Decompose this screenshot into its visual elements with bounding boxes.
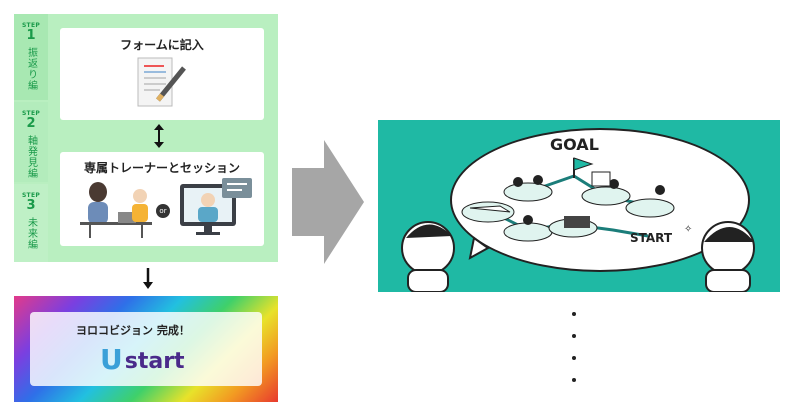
in-person-session-icon [80, 182, 152, 238]
step-1-number: 1 [26, 28, 36, 43]
ustart-logo: U start [100, 346, 185, 374]
double-arrow-icon [154, 124, 164, 148]
svg-text:✦: ✦ [466, 220, 474, 231]
continuation-dots [572, 312, 576, 392]
form-card-title: フォームに記入 [120, 38, 204, 52]
step-3-text: 未来編 [25, 217, 37, 250]
dot [572, 312, 576, 316]
ustart-logo-u: U [100, 343, 123, 376]
step-2-label: STEP [21, 110, 41, 117]
down-arrow-icon [143, 268, 153, 289]
session-card-title: 専属トレーナーとセッション [83, 161, 240, 175]
dot [572, 378, 576, 382]
step-3: STEP 3 未来編 [14, 184, 48, 262]
step-2-number: 2 [26, 116, 36, 131]
start-label: START [630, 231, 673, 245]
goal-label: GOAL [550, 135, 599, 154]
career-path-illustration: GOAL START ✦ ✧ [401, 135, 755, 292]
result-title: ヨロコビジョン 完成！ [76, 324, 190, 337]
step-1-label: STEP [21, 22, 41, 29]
step-1: STEP 1 振返り編 [14, 14, 48, 100]
form-card: フォームに記入 [60, 28, 264, 120]
step-column: STEP 1 振返り編 STEP 2 軸発見編 STEP 3 未来編 [14, 14, 48, 262]
step-2: STEP 2 軸発見編 [14, 102, 48, 182]
big-right-arrow-icon [292, 140, 364, 264]
svg-text:✧: ✧ [684, 224, 692, 235]
dot [572, 356, 576, 360]
form-document-icon [137, 57, 186, 107]
step-2-text: 軸発見編 [25, 135, 37, 179]
online-session-icon [180, 178, 252, 235]
step-3-label: STEP [21, 192, 41, 199]
step-3-number: 3 [26, 198, 36, 213]
dot [572, 334, 576, 338]
session-card: 専属トレーナーとセッション or [60, 152, 264, 246]
ustart-logo-text: start [124, 349, 185, 374]
result-inner-panel: ヨロコビジョン 完成！ U start [30, 312, 262, 386]
or-badge: or [156, 204, 170, 218]
step-1-text: 振返り編 [25, 47, 37, 91]
